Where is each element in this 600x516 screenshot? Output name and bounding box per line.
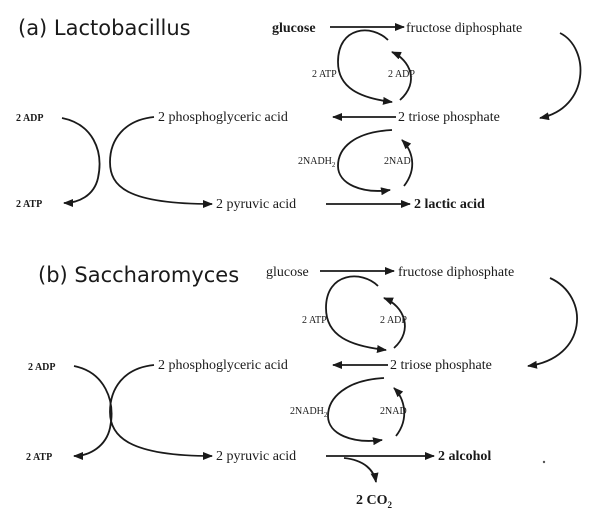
lactic-acid-label: 2 lactic acid [414, 197, 485, 212]
nad-label: 2NAD [380, 406, 407, 417]
panel-lactobacillus: (a) Lactobacillus glucose fructose dipho… [16, 16, 582, 212]
phosphoglyceric-acid-label: 2 phosphoglyceric acid [158, 110, 288, 125]
nadh-oxidation-arrow [337, 129, 393, 196]
panel-saccharomyces: (b) Saccharomyces glucose fructose dipho… [26, 263, 578, 510]
fructose-to-triose-arrow [539, 32, 582, 121]
nad-label: 2NAD [384, 156, 411, 167]
atp-adp-return-arrow [391, 51, 412, 101]
triose-phosphate-label: 2 triose phosphate [390, 358, 492, 373]
fructose-to-triose-arrow [527, 277, 578, 369]
atp-left-label: 2 ATP [26, 452, 52, 463]
pyruvic-to-co2-arrow [343, 457, 379, 483]
fructose-diphosphate-label: fructose diphosphate [398, 265, 514, 280]
panel-header: (a) Lactobacillus [18, 16, 191, 40]
nad-reduction-arrow [393, 387, 406, 437]
glucose-label: glucose [266, 265, 309, 280]
phosphoglyceric-to-pyruvic-arrow [109, 116, 213, 208]
nadh2-label: 2NADH2 [298, 156, 336, 169]
pyruvic-acid-label: 2 pyruvic acid [216, 449, 296, 464]
alcohol-label: 2 alcohol [438, 449, 491, 464]
nad-reduction-arrow [401, 139, 414, 187]
adp-left-label: 2 ADP [16, 113, 44, 124]
glucose-label: glucose [272, 21, 316, 36]
nadh-oxidation-arrow [327, 377, 385, 446]
adp-left-label: 2 ADP [28, 362, 56, 373]
atp-left-label: 2 ATP [16, 199, 42, 210]
atp-input-label: 2 ATP [302, 315, 327, 326]
adp-output-label: 2 ADP [380, 315, 407, 326]
panel-header: (b) Saccharomyces [38, 263, 239, 287]
phosphoglyceric-acid-label: 2 phosphoglyceric acid [158, 358, 288, 373]
stray-dot [542, 460, 546, 464]
adp-output-label: 2 ADP [388, 69, 415, 80]
atp-input-label: 2 ATP [312, 69, 337, 80]
pyruvic-acid-label: 2 pyruvic acid [216, 197, 296, 212]
adp-to-atp-arrow [73, 365, 113, 460]
triose-phosphate-label: 2 triose phosphate [398, 110, 500, 125]
fructose-diphosphate-label: fructose diphosphate [406, 21, 522, 36]
atp-adp-return-arrow [383, 297, 406, 349]
adp-to-atp-arrow [61, 117, 101, 207]
nadh2-label: 2NADH2 [290, 406, 328, 419]
atp-adp-cycle-arrow [337, 29, 393, 105]
co2-label: 2 CO2 [356, 493, 393, 510]
atp-adp-cycle-arrow [325, 275, 387, 353]
phosphoglyceric-to-pyruvic-arrow [109, 364, 213, 460]
